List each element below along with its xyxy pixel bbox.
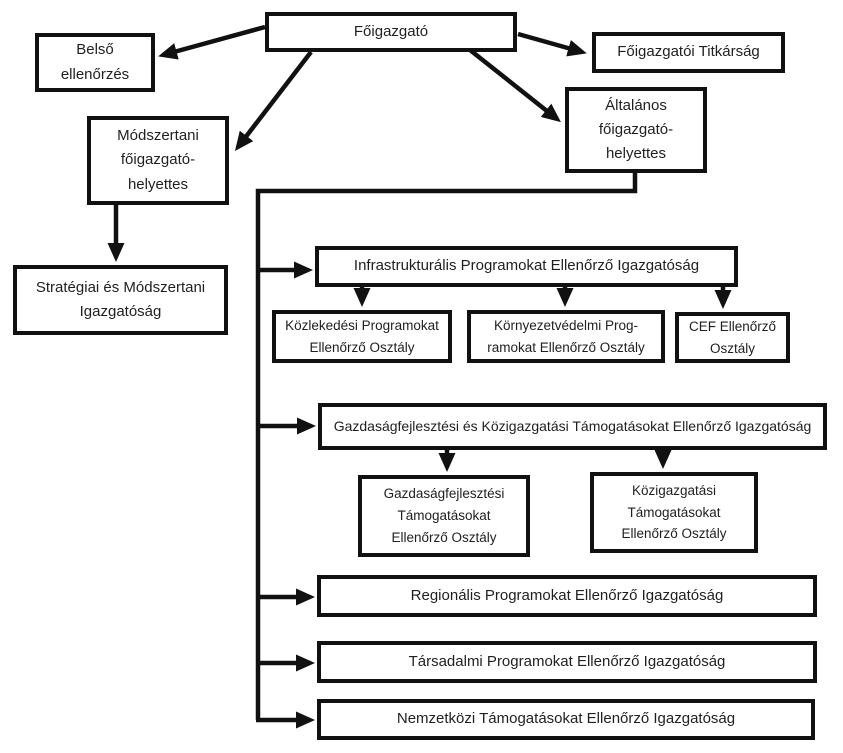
org-box-kornyezetvedelmi-osztaly: Környezetvédelmi Prog- ramokat Ellenőrző… (467, 310, 665, 363)
org-box-altalanos-helyettes: Általános főigazgató- helyettes (565, 87, 707, 173)
org-box-kozlekedesi-osztaly: Közlekedési Programokat Ellenőrző Osztál… (272, 310, 452, 363)
org-box-foigazgato: Főigazgató (265, 12, 517, 52)
connector-foigazgato-modszertani (234, 50, 313, 151)
org-box-regionalis-igazgatosag: Regionális Programokat Ellenőrző Igazgat… (317, 575, 817, 617)
connector-foigazgato-altalanos (468, 48, 561, 123)
connector-foigazgato-titkarsag (517, 31, 587, 57)
org-box-tarsadalmi-igazgatosag: Társadalmi Programokat Ellenőrző Igazgat… (317, 641, 817, 683)
org-box-gazdasagfejlesztesi-igazgatosag: Gazdaságfejlesztési és Közigazgatási Tám… (318, 403, 827, 450)
org-box-gazdasagfejlesztesi-osztaly: Gazdaságfejlesztési Támogatásokat Ellenő… (358, 475, 530, 557)
connector-trunk (255, 173, 638, 720)
org-box-strategiai-igazgatosag: Stratégiai és Módszertani Igazgatóság (13, 265, 228, 335)
org-box-belso-ellenorzes: Belső ellenőrzés (35, 33, 155, 92)
org-box-infrastrukturalis-igazgatosag: Infrastrukturális Programokat Ellenőrző … (315, 246, 738, 287)
org-box-nemzetkozi-igazgatosag: Nemzetközi Támogatásokat Ellenőrző Igazg… (317, 699, 815, 740)
connector-foigazgato-belso (158, 24, 266, 60)
org-box-foigazgatoi-titkarsag: Főigazgatói Titkárság (592, 32, 785, 73)
org-box-cef-osztaly: CEF Ellenőrző Osztály (675, 312, 790, 363)
org-box-modszertani-helyettes: Módszertani főigazgató- helyettes (87, 116, 229, 205)
org-box-kozigazgatasi-osztaly: Közigazgatási Támogatásokat Ellenőrző Os… (590, 472, 758, 553)
